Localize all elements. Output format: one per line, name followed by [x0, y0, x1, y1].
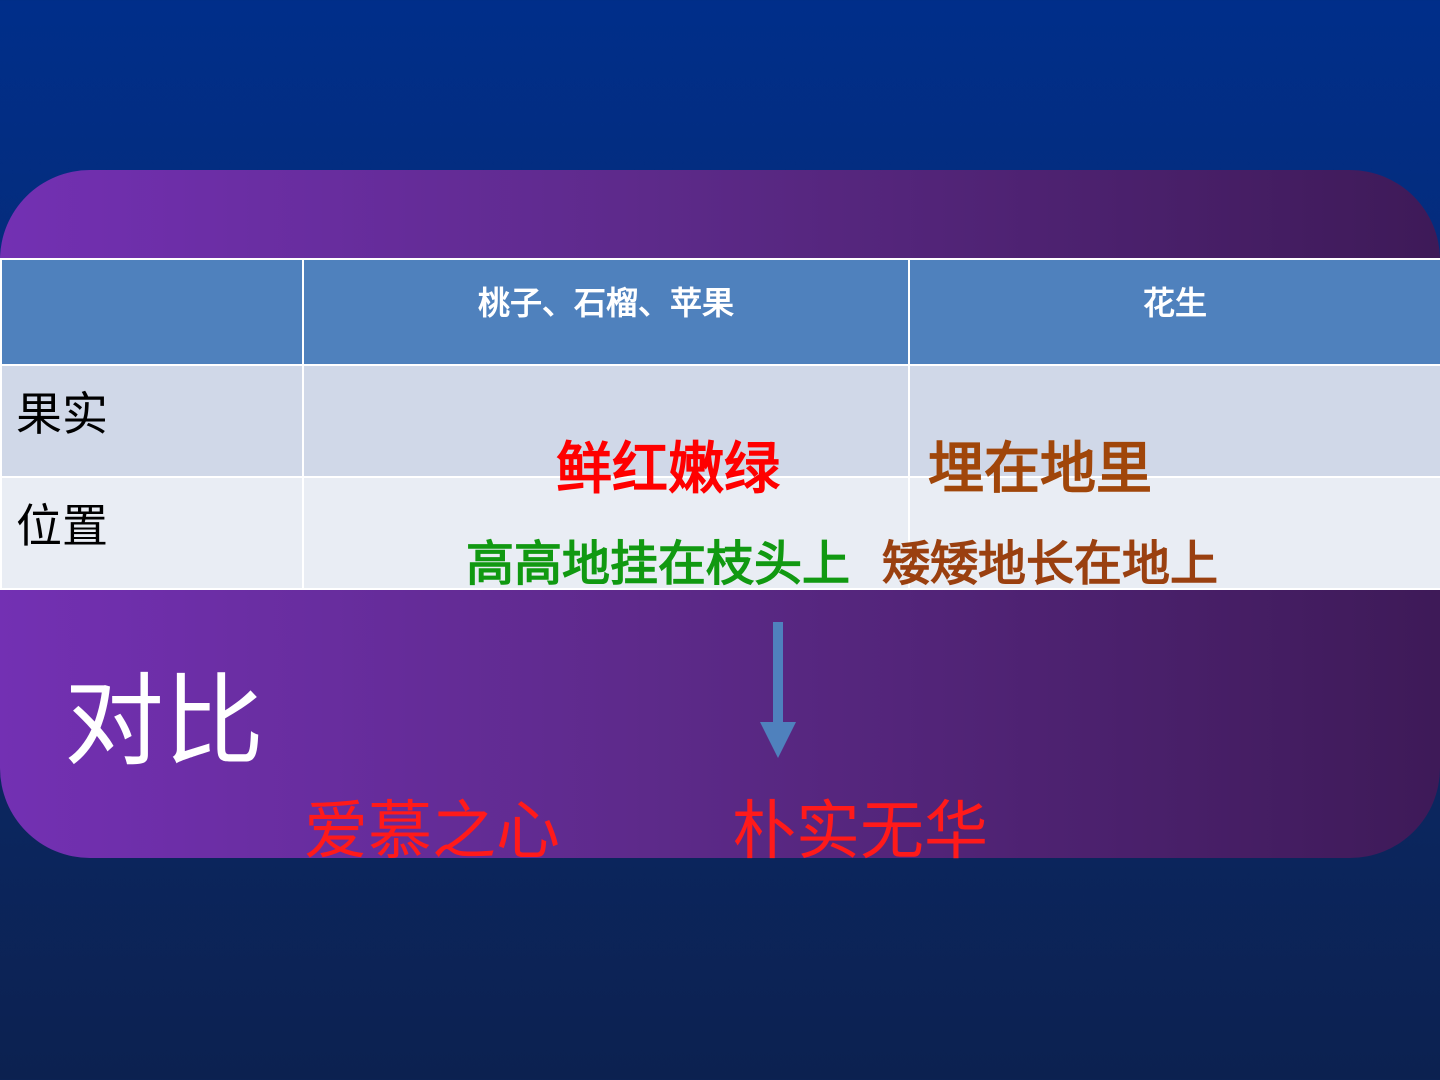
- conclusion-right: 朴实无华: [732, 795, 988, 869]
- row-label-fruit: 果实: [16, 387, 108, 441]
- arrow-down-icon: [760, 622, 796, 758]
- row-label-position: 位置: [16, 499, 108, 553]
- comparison-table: 桃子、石榴、苹果 花生 果实 位置: [0, 258, 1440, 590]
- table-cell: [302, 364, 910, 478]
- table-header-row: 桃子、石榴、苹果 花生: [0, 258, 1440, 366]
- header-corner-cell: [0, 258, 304, 366]
- table-row: 位置: [0, 476, 1440, 590]
- header-peanut-cell: 花生: [908, 258, 1440, 366]
- conclusion-left: 爱慕之心: [304, 795, 560, 869]
- row-label-cell: 位置: [0, 476, 304, 590]
- header-fruits-cell: 桃子、石榴、苹果: [302, 258, 910, 366]
- peanut-position-text: 矮矮地长在地上: [882, 536, 1219, 592]
- row-label-cell: 果实: [0, 364, 304, 478]
- fruit-position-text: 高高地挂在枝头上: [466, 536, 851, 592]
- table-cell: [302, 476, 910, 590]
- peanut-fruit-text: 埋在地里: [928, 437, 1152, 502]
- fruit-color-text: 鲜红嫩绿: [556, 437, 780, 502]
- table-row: 果实: [0, 364, 1440, 478]
- table-cell: [908, 364, 1440, 478]
- contrast-title: 对比: [64, 663, 264, 780]
- table-cell: [908, 476, 1440, 590]
